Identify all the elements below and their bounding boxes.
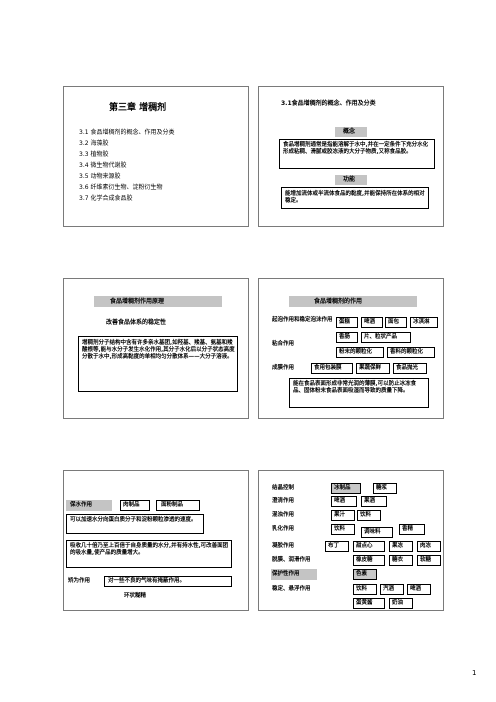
item-box: 啤酒	[407, 584, 431, 595]
function-label: 功能	[343, 176, 356, 183]
outline-item: 3.4 微生物代谢胶	[79, 162, 127, 169]
row-label: 脱膜、润滑作用	[272, 557, 311, 563]
item-box: 面包	[385, 317, 407, 328]
item-box: 面粉制品	[156, 500, 200, 511]
chapter-title: 第三章 增稠剂	[109, 103, 167, 113]
item-box: 果蔬保鲜	[356, 363, 390, 374]
slide-2: 3.1食品增稠剂的概念、作用及分类 概念 食品增稠剂通常是指能溶解于水中,并在一…	[258, 86, 444, 227]
item-box: 蛋糕	[336, 317, 358, 328]
item-box: 糖衣	[389, 555, 413, 566]
slide-5: 保水作用 肉制品 面粉制品 可以加速水分向蛋白质分子和淀粉颗粒渗透的速度。 吸收…	[63, 470, 249, 611]
item-box: 糖浆	[373, 483, 397, 494]
outline-item: 3.2 海藻胶	[79, 140, 109, 147]
item-box: 香肠	[336, 332, 358, 343]
item-box: 食用包装膜	[311, 363, 353, 374]
binding-label: 粘合作用	[272, 341, 295, 347]
slide-4: 食品增稠剂的作用 起泡作用和稳定泡沫作用 蛋糕 啤酒 面包 冰淇淋 粘合作用 香…	[258, 278, 444, 419]
item-box: 软糖	[417, 555, 441, 566]
outline-item: 3.6 纤维素衍生物、淀粉衍生物	[79, 184, 163, 191]
item-box: 果汁	[331, 510, 355, 521]
outline-item: 3.3 植物胶	[79, 151, 109, 158]
item-box: 布丁	[325, 541, 349, 552]
row-label: 混浊作用	[272, 512, 295, 518]
item-box: 饮料	[353, 584, 377, 595]
principle-box: 增稠剂分子结构中含有许多亲水基团,如羟基、羧基、氨基和羧酸根等,能与水分子发生水…	[78, 336, 238, 392]
function-text: 能增加流体或半流体食品的黏度,并能保持所在体系的相对稳定。	[285, 191, 425, 204]
title-bar	[289, 296, 417, 307]
film-label: 成膜作用	[272, 365, 295, 371]
absorb-desc-box: 吸收几十倍乃至上百倍于自身质量的水分,并有持水性,可改善面团的吸水量,使产品的质…	[66, 540, 232, 568]
principle-subtitle: 改善食品体系的稳定性	[106, 319, 167, 326]
concept-box: 食品增稠剂通常是指能溶解于水中,并在一定条件下充分水化形成粘稠、滑腻或胶冻液的大…	[279, 139, 435, 169]
outline-item: 3.7 化学合成食品胶	[79, 195, 133, 202]
absorb-desc: 吸收几十倍乃至上百倍于自身质量的水分,并有持水性,可改善面团的吸水量,使产品的质…	[70, 543, 229, 556]
foaming-label: 起泡作用和稳定泡沫作用	[272, 317, 333, 323]
row-label: 乳化作用	[272, 526, 295, 532]
title-bar	[94, 296, 222, 307]
function-box: 能增加流体或半流体食品的黏度,并能保持所在体系的相对稳定。	[281, 187, 429, 209]
concept-text: 食品增稠剂通常是指能溶解于水中,并在一定条件下充分水化形成粘稠、滑腻或胶冻液的大…	[283, 142, 429, 155]
item-box: 肉制品	[120, 500, 150, 511]
item-box: 冰淇淋	[410, 317, 438, 328]
item-box: 香精	[399, 524, 425, 535]
row-label: 稳定、悬浮作用	[272, 586, 311, 592]
cyclodextrin: 环状糊精	[124, 593, 147, 599]
concept-label-bg	[335, 127, 367, 137]
water-label: 保水作用	[70, 502, 93, 508]
item-box: 果冻	[389, 541, 413, 552]
film-desc: 能在食品表面形成非常光润的薄膜,可以防止冰冻食品、固体粉末食品表面吸湿而导致的质…	[293, 381, 417, 394]
item-box: 果酒	[361, 496, 387, 507]
item-box: 甜点心	[353, 541, 385, 552]
slide-1: 第三章 增稠剂 3.1 食品增稠剂的概念、作用及分类 3.2 海藻胶 3.3 植…	[63, 86, 249, 227]
slide-6: 结晶控制 冰制品 糖浆 澄清作用 啤酒 果酒 混浊作用 果汁 饮料 乳化作用 饮…	[258, 470, 444, 611]
mask-label: 矫为作用	[68, 578, 91, 584]
water-desc: 可以加速水分向蛋白质分子和淀粉颗粒渗透的速度。	[70, 517, 197, 523]
row-label: 澄清作用	[272, 498, 295, 504]
row-label: 保护性作用	[272, 571, 300, 577]
item-box: 啤酒	[331, 496, 357, 507]
item-box: 调味料	[361, 527, 393, 538]
label-bar	[271, 569, 317, 580]
film-desc-box: 能在食品表面形成非常光润的薄膜,可以防止冰冻食品、固体粉末食品表面吸湿而导致的质…	[289, 378, 429, 408]
concept-label: 概念	[343, 128, 356, 135]
item-box: 奶油	[389, 598, 413, 609]
slide-3: 食品增稠剂作用原理 改善食品体系的稳定性 增稠剂分子结构中含有许多亲水基团,如羟…	[63, 278, 249, 419]
outline-item: 3.1 食品增稠剂的概念、作用及分类	[79, 129, 175, 136]
item-box: 冰制品	[331, 483, 361, 494]
outline-item: 3.5 动物来源胶	[79, 173, 121, 180]
item-box: 片、粒状产品	[361, 332, 411, 343]
item-box: 饮料	[357, 510, 381, 521]
item-box: 食品抛光	[393, 363, 427, 374]
item-box: 蛋黄酱	[353, 598, 385, 609]
item-box: 粉末的颗粒化	[336, 347, 384, 358]
row-label: 结晶控制	[272, 485, 295, 491]
item-box: 橡皮糖	[353, 555, 385, 566]
item-box: 香料的颗粒化	[387, 347, 435, 358]
item-box: 肉冻	[417, 541, 441, 552]
item-box: 啤酒	[361, 317, 383, 328]
water-desc-box: 可以加速水分向蛋白质分子和淀粉颗粒渗透的速度。	[66, 514, 204, 534]
item-box: 汽酒	[380, 584, 404, 595]
item-box: 饮料	[331, 524, 355, 535]
function-label-bg	[335, 175, 367, 185]
mask-desc-box: 对一些不良的气味有掩蔽作用。	[104, 576, 232, 587]
item-box: 色素	[353, 569, 377, 580]
section-title: 3.1食品增稠剂的概念、作用及分类	[281, 100, 376, 107]
row-label: 凝胶作用	[272, 543, 295, 549]
function-title: 食品增稠剂的作用	[314, 298, 363, 305]
page-number: 1	[472, 669, 477, 677]
principle-title: 食品增稠剂作用原理	[110, 298, 165, 305]
label-bar	[66, 500, 112, 511]
principle-text: 增稠剂分子结构中含有许多亲水基团,如羟基、羧基、氨基和羧酸根等,能与水分子发生水…	[82, 340, 235, 360]
